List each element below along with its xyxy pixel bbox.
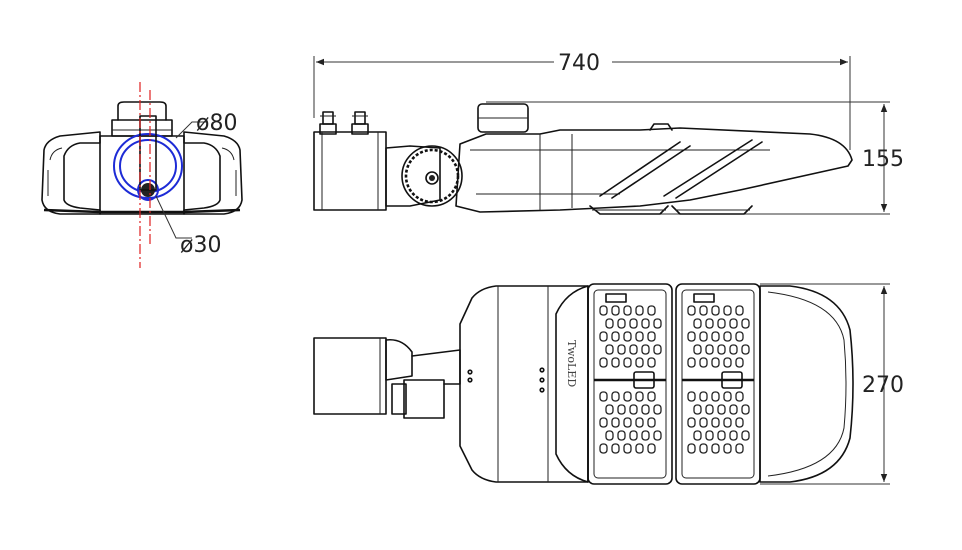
pipe-circle-large <box>113 133 183 199</box>
dim-diameter-30: ø30 <box>180 233 221 258</box>
brand-logo: TwoLED <box>565 340 578 387</box>
led-lens-grid <box>599 305 750 454</box>
end-view: ø80 ø30 <box>41 82 243 268</box>
top-view: 270 TwoLED <box>313 283 904 485</box>
dim-width: 270 <box>862 373 904 398</box>
side-view: 740 155 <box>313 51 904 215</box>
pipe-circle-small <box>137 179 159 201</box>
dim-height: 155 <box>862 147 904 172</box>
dim-diameter-80: ø80 <box>196 111 237 136</box>
dim-overall-length: 740 <box>558 51 600 76</box>
